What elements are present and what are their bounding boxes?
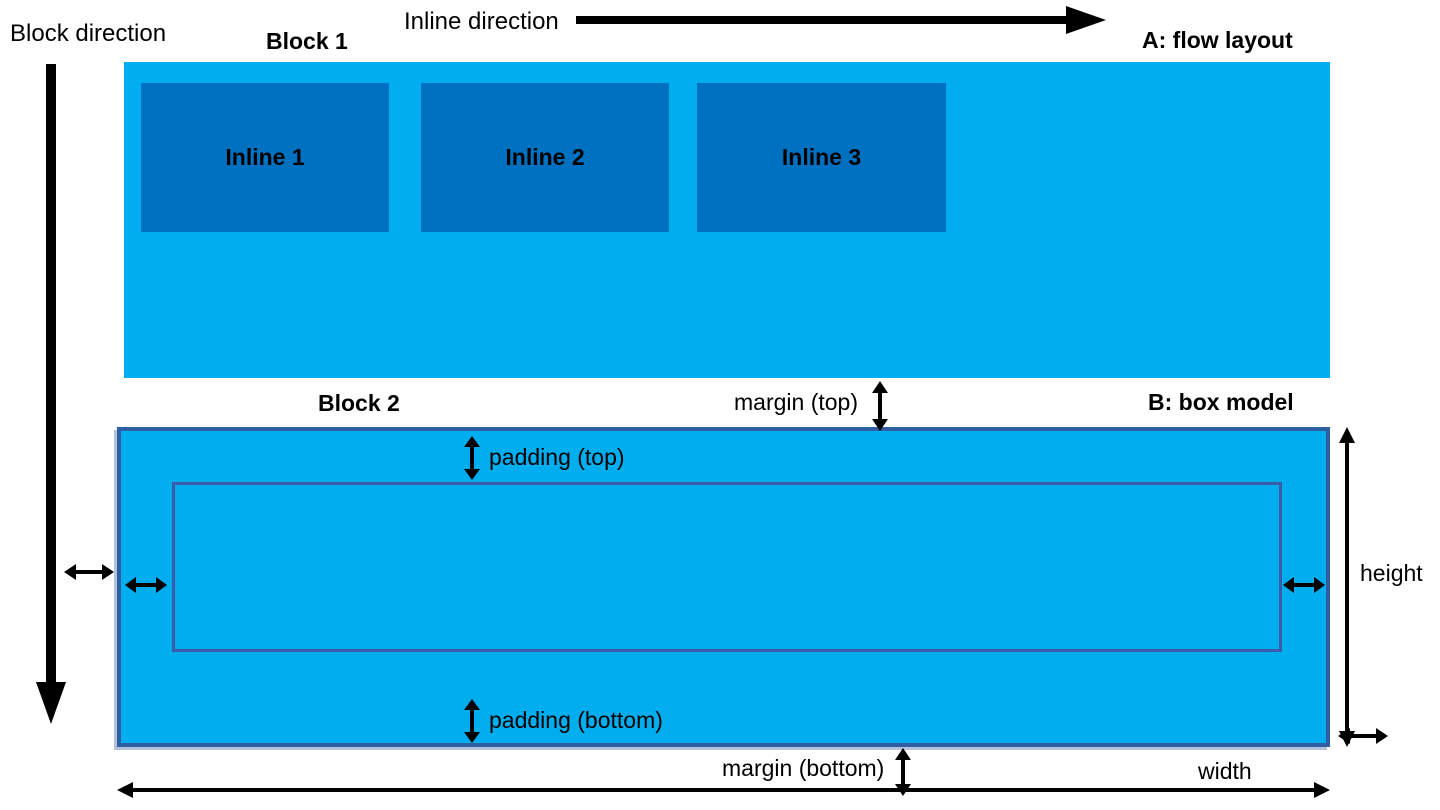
margin-top-arrow: [871, 381, 889, 431]
block-2-label: Block 2: [318, 390, 400, 416]
content-box: [172, 482, 1282, 652]
block-direction-label: Block direction: [10, 20, 167, 47]
padding-top-label: padding (top): [489, 444, 625, 470]
padding-bottom-label: padding (bottom): [489, 707, 663, 733]
inline-box-3: Inline 3: [697, 83, 946, 232]
margin-left-arrow: [64, 563, 114, 581]
inline-box-2: Inline 2: [421, 83, 669, 232]
inline-direction-arrow: [576, 6, 1106, 34]
inline-box-3-label: Inline 3: [781, 144, 862, 170]
block-direction-arrow: [36, 64, 66, 724]
block-1-box: Inline 1 Inline 2 Inline 3: [124, 62, 1330, 378]
inline-box-1: Inline 1: [141, 83, 389, 232]
width-label: width: [1198, 758, 1252, 784]
inline-box-1-label: Inline 1: [225, 144, 305, 170]
width-measure-arrow: [117, 781, 1330, 799]
block-1-label: Block 1: [266, 28, 348, 54]
section-a-title: A: flow layout: [1142, 27, 1293, 53]
margin-box: [117, 427, 1330, 747]
section-b-title: B: box model: [1148, 389, 1294, 415]
padding-left-arrow: [125, 576, 167, 594]
margin-top-label: margin (top): [734, 389, 858, 415]
height-label: height: [1360, 560, 1423, 586]
margin-bottom-label: margin (bottom): [722, 755, 885, 781]
padding-right-arrow: [1283, 576, 1325, 594]
inline-box-2-label: Inline 2: [505, 144, 585, 170]
padding-top-arrow: [463, 436, 481, 480]
border-box: [117, 427, 1330, 747]
inline-direction-label: Inline direction: [404, 8, 559, 35]
padding-bottom-arrow: [463, 699, 481, 743]
height-measure-arrow: [1338, 427, 1356, 747]
